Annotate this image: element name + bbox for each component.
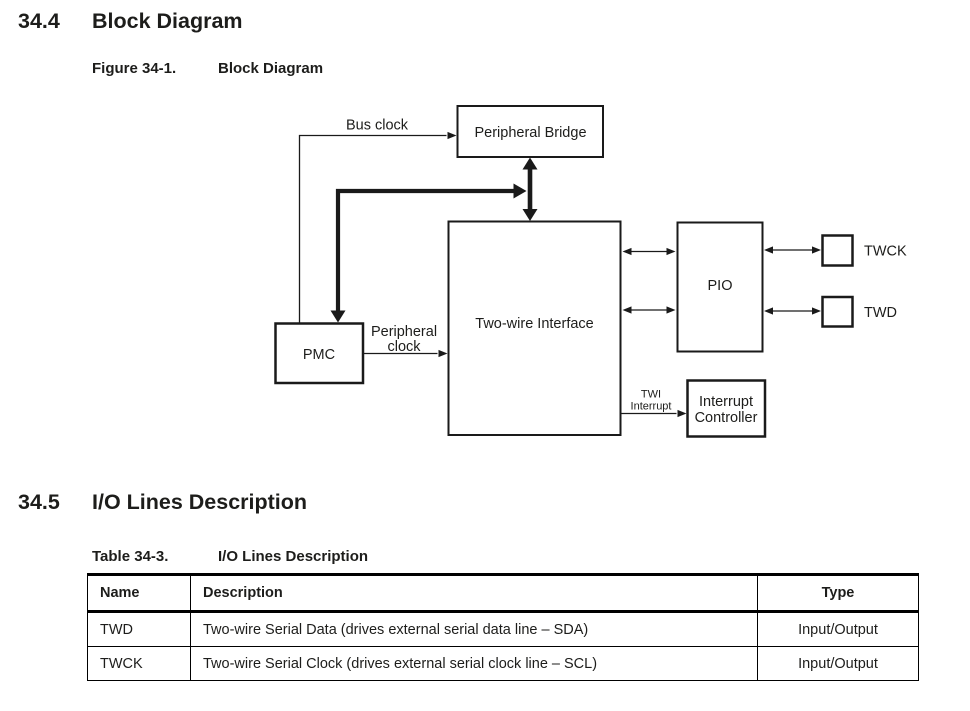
peripheral-clock-label-line1: Peripheral [371,324,437,340]
pmc-box [274,322,365,385]
two-wire-interface-box [447,220,622,436]
table-header-row: Name Description Type [87,574,919,613]
interrupt-controller-box [686,379,767,438]
figure-caption: Figure 34-1. Block Diagram [92,60,323,78]
arrowhead-right-icon [666,247,676,256]
thick-arrowhead-down-icon [330,310,346,323]
twck-pin-label: TWCK [864,244,907,260]
cell-name: TWCK [87,646,191,681]
arrowhead-left-icon [622,247,632,256]
interrupt-controller-label-line2: Controller [695,410,758,426]
twi-interrupt-label-line1: TWI [641,389,661,401]
two-wire-interface-label: Two-wire Interface [475,316,593,332]
section-title: I/O Lines Description [92,490,308,514]
section-number: 34.5 [18,490,60,514]
bus-clock-line [298,134,447,323]
table-caption-title: I/O Lines Description [218,548,369,565]
thick-arrowhead-up-icon [522,157,538,170]
twd-pin-box [821,295,854,328]
arrowhead-left-icon [764,307,773,315]
pio-label: PIO [708,278,733,294]
section-number: 34.4 [18,9,60,33]
bus-clock-label: Bus clock [346,118,409,134]
peripheral-clock-label-line2: clock [387,339,421,355]
cell-type: Input/Output [757,646,919,681]
peripheral-clock-arrowhead-icon [438,349,448,358]
bus-clock-arrowhead-icon [447,131,457,140]
cell-description: Two-wire Serial Clock (drives external s… [190,646,758,681]
figure-caption-label: Figure 34-1. [92,60,177,77]
section-heading-io-lines: 34.5 I/O Lines Description [18,490,307,515]
peripheral-bridge-label: Peripheral Bridge [474,125,586,141]
pmc-label: PMC [303,347,335,363]
io-lines-table: Name Description Type TWD Two-wire Seria… [87,573,919,681]
arrowhead-right-icon [812,307,821,315]
interrupt-controller-label-line1: Interrupt [699,394,753,410]
thick-arrowhead-right-icon [513,183,527,199]
cell-type: Input/Output [757,611,919,647]
cell-description: Two-wire Serial Data (drives external se… [190,611,758,647]
thick-bus-elbow [335,188,515,312]
pio-box [676,221,764,353]
twi-interrupt-arrowhead-icon [677,409,687,418]
arrowhead-left-icon [764,246,773,254]
arrowhead-right-icon [812,246,821,254]
column-header-type: Type [757,574,919,613]
arrowhead-left-icon [622,306,632,314]
figure-caption-title: Block Diagram [218,60,324,77]
table-row: TWD Two-wire Serial Data (drives externa… [87,611,919,647]
cell-name: TWD [87,611,191,647]
section-heading-block-diagram: 34.4 Block Diagram [18,9,243,34]
section-title: Block Diagram [92,9,243,33]
table-row: TWCK Two-wire Serial Clock (drives exter… [87,646,919,681]
thick-arrowhead-down-icon [522,209,538,221]
table-caption-label: Table 34-3. [92,548,169,565]
column-header-name: Name [87,574,191,613]
twd-pin-label: TWD [864,305,897,321]
table-caption: Table 34-3. I/O Lines Description [92,548,368,566]
twi-interrupt-label-line2: Interrupt [631,401,672,413]
peripheral-bridge-box [456,105,604,158]
column-header-description: Description [190,574,758,613]
arrowhead-right-icon [666,306,676,314]
twck-pin-box [821,234,854,267]
